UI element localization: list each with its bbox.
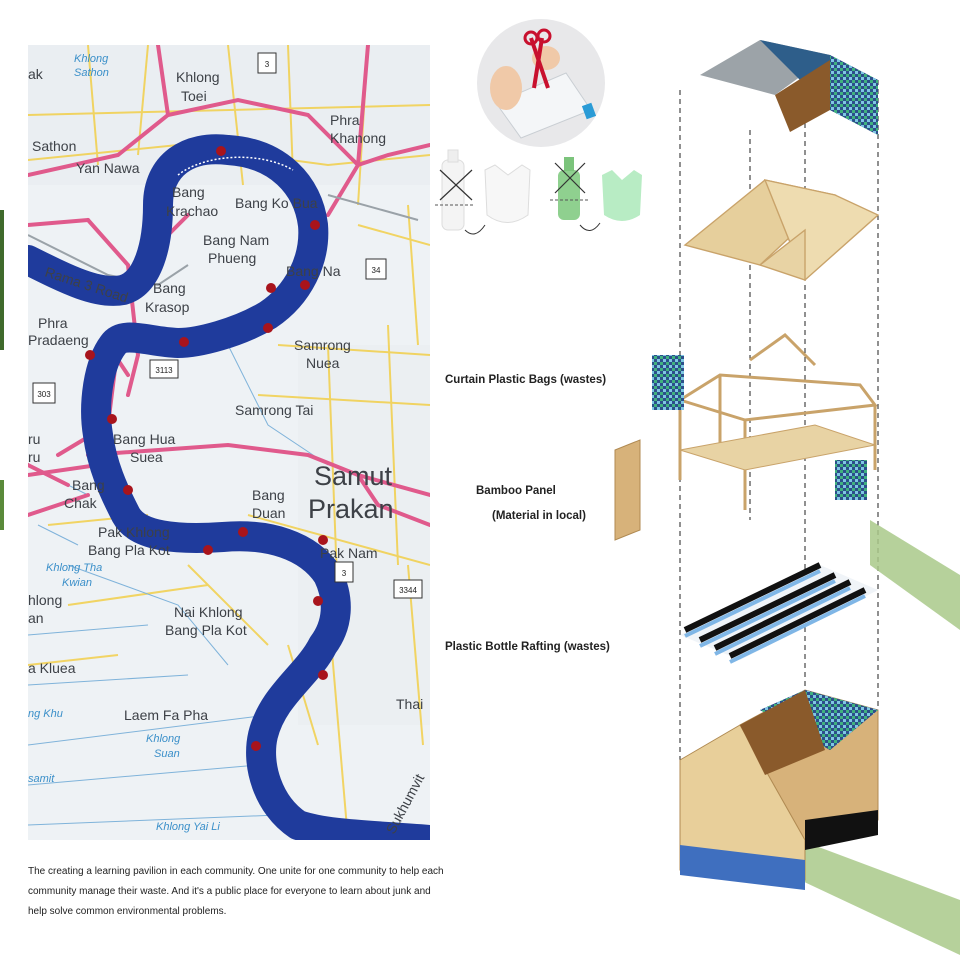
label-bamboo-panel-sub: (Material in local): [492, 510, 586, 522]
label-samrong-nuea-2: Nuea: [306, 355, 340, 371]
label-bang-chak-2: Chak: [64, 495, 98, 511]
label-bang-duan-2: Duan: [252, 505, 285, 521]
label-ru: ru: [28, 449, 40, 465]
river-bend-inner: [177, 156, 294, 176]
svg-text:3: 3: [342, 569, 347, 578]
river: [28, 134, 430, 840]
label-bang-krasop-2: Krasop: [145, 299, 190, 315]
svg-text:3: 3: [265, 60, 270, 69]
svg-text:3113: 3113: [155, 366, 173, 375]
cut-clear-bottle-shape: [484, 164, 531, 223]
plastic-curtain-top: [652, 355, 684, 410]
label-khlong-toei-1: Khlong: [176, 69, 220, 85]
bamboo-panel: [614, 439, 641, 541]
label-yan-nawa: Yan Nawa: [76, 160, 140, 176]
clear-bottle-icon: [435, 149, 475, 231]
left-edge-photo-strip: [0, 210, 4, 350]
arrow-icon: [464, 224, 486, 235]
label-bang-ko-bua: Bang Ko Bua: [235, 195, 318, 211]
route-shield-3344: 3344: [393, 579, 423, 599]
label-bang-duan-1: Bang: [252, 487, 285, 503]
label-khlong-sathon-2: Sathon: [74, 67, 109, 79]
label-phra-pradaeng-2: Pradaeng: [28, 332, 89, 348]
route-shield-3-top: 3: [257, 52, 277, 74]
label-phra-khanong-2: Khanong: [330, 130, 386, 146]
label-an: an: [28, 610, 44, 626]
label-bang-krasop-1: Bang: [153, 280, 186, 296]
svg-text:303: 303: [37, 390, 51, 399]
river-map: 3 34 303 3113 3 3344 Khlong Sathon ak Kh…: [28, 45, 430, 840]
label-samrong-tai: Samrong Tai: [235, 402, 313, 418]
label-khlong-tha-1: Khlong Tha: [46, 562, 102, 574]
assembled-pavilion: [679, 689, 879, 890]
route-shield-3113: 3113: [149, 359, 179, 379]
label-khlong-yai-li: Khlong Yai Li: [156, 821, 220, 833]
label-ak: ak: [28, 66, 44, 82]
label-khlong-tha-2: Kwian: [62, 577, 92, 589]
caption-text: The creating a learning pavilion in each…: [28, 866, 444, 917]
label-bang-krachao-2: Krachao: [166, 203, 218, 219]
roof-layer: [700, 40, 878, 135]
route-shield-34: 34: [365, 258, 387, 280]
label-curtain-plastic-bags: Curtain Plastic Bags (wastes): [445, 374, 607, 386]
label-bamboo-panel: Bamboo Panel: [476, 485, 556, 497]
community-markers: [85, 146, 328, 751]
label-pak-nam: Pak Nam: [320, 545, 378, 561]
label-samut: Samut: [314, 461, 393, 491]
green-bottle-icon: [550, 157, 590, 220]
plastic-curtain-right: [835, 460, 867, 500]
walkway-lower: [800, 840, 960, 955]
svg-text:3344: 3344: [399, 586, 417, 595]
left-edge-photo-strip-lower: [0, 480, 4, 530]
label-samrong-nuea-1: Samrong: [294, 337, 351, 353]
label-khlong-sathon-1: Khlong: [74, 53, 109, 65]
label-samit: samit: [28, 773, 55, 785]
scissors-cutting-bottle-photo: [477, 19, 605, 147]
label-prakan: Prakan: [308, 494, 394, 524]
label-khlong-toei-2: Toei: [181, 88, 207, 104]
arrow-icon-2: [579, 222, 601, 231]
bottle-cutting-diagram: [435, 149, 642, 235]
label-ng-khu: ng Khu: [28, 708, 63, 720]
walkway-upper: [870, 520, 960, 630]
cut-green-bottle-shape: [602, 170, 642, 221]
label-bang-hua-suea-1: Bang Hua: [113, 431, 175, 447]
label-plastic-bottle-rafting: Plastic Bottle Rafting (wastes): [445, 641, 610, 653]
floor-deck: [679, 424, 877, 471]
svg-text:34: 34: [372, 266, 381, 275]
label-bang-hua-suea-2: Suea: [130, 449, 163, 465]
route-shield-3-mid: 3: [334, 561, 354, 583]
label-nai-khlong-1: Nai Khlong: [174, 604, 243, 620]
label-laem-fa-pha: Laem Fa Pha: [124, 707, 208, 723]
label-pak-khlong-1: Pak Khlong: [98, 524, 170, 540]
label-phra-pradaeng-1: Phra: [38, 315, 68, 331]
label-bang-nam-phueng-2: Phueng: [208, 250, 256, 266]
label-ru-upper: ru: [28, 431, 40, 447]
label-nai-khlong-2: Bang Pla Kot: [165, 622, 247, 638]
pavilion-frame: [678, 333, 878, 510]
label-bang-krachao-1: Bang: [172, 184, 205, 200]
label-bang-chak-1: Bang: [72, 477, 105, 493]
label-bang-nam-phueng-1: Bang Nam: [203, 232, 269, 248]
canals: [28, 344, 329, 826]
label-pak-khlong-2: Bang Pla Kot: [88, 542, 170, 558]
bamboo-roof-frame: [683, 179, 880, 282]
label-hlong: hlong: [28, 592, 62, 608]
label-a-kluea: a Kluea: [28, 660, 76, 676]
label-khlong-suan-1: Khlong: [146, 733, 181, 745]
label-khlong-suan-2: Suan: [154, 748, 180, 760]
bottle-rafts: [680, 562, 878, 664]
label-bang-na: Bang Na: [286, 263, 341, 279]
exploded-axonometric: [614, 40, 960, 955]
route-shield-303: 303: [32, 382, 56, 404]
label-thai: Thai: [396, 696, 423, 712]
label-phra-khanong-1: Phra: [330, 112, 360, 128]
label-sathon: Sathon: [32, 138, 76, 154]
